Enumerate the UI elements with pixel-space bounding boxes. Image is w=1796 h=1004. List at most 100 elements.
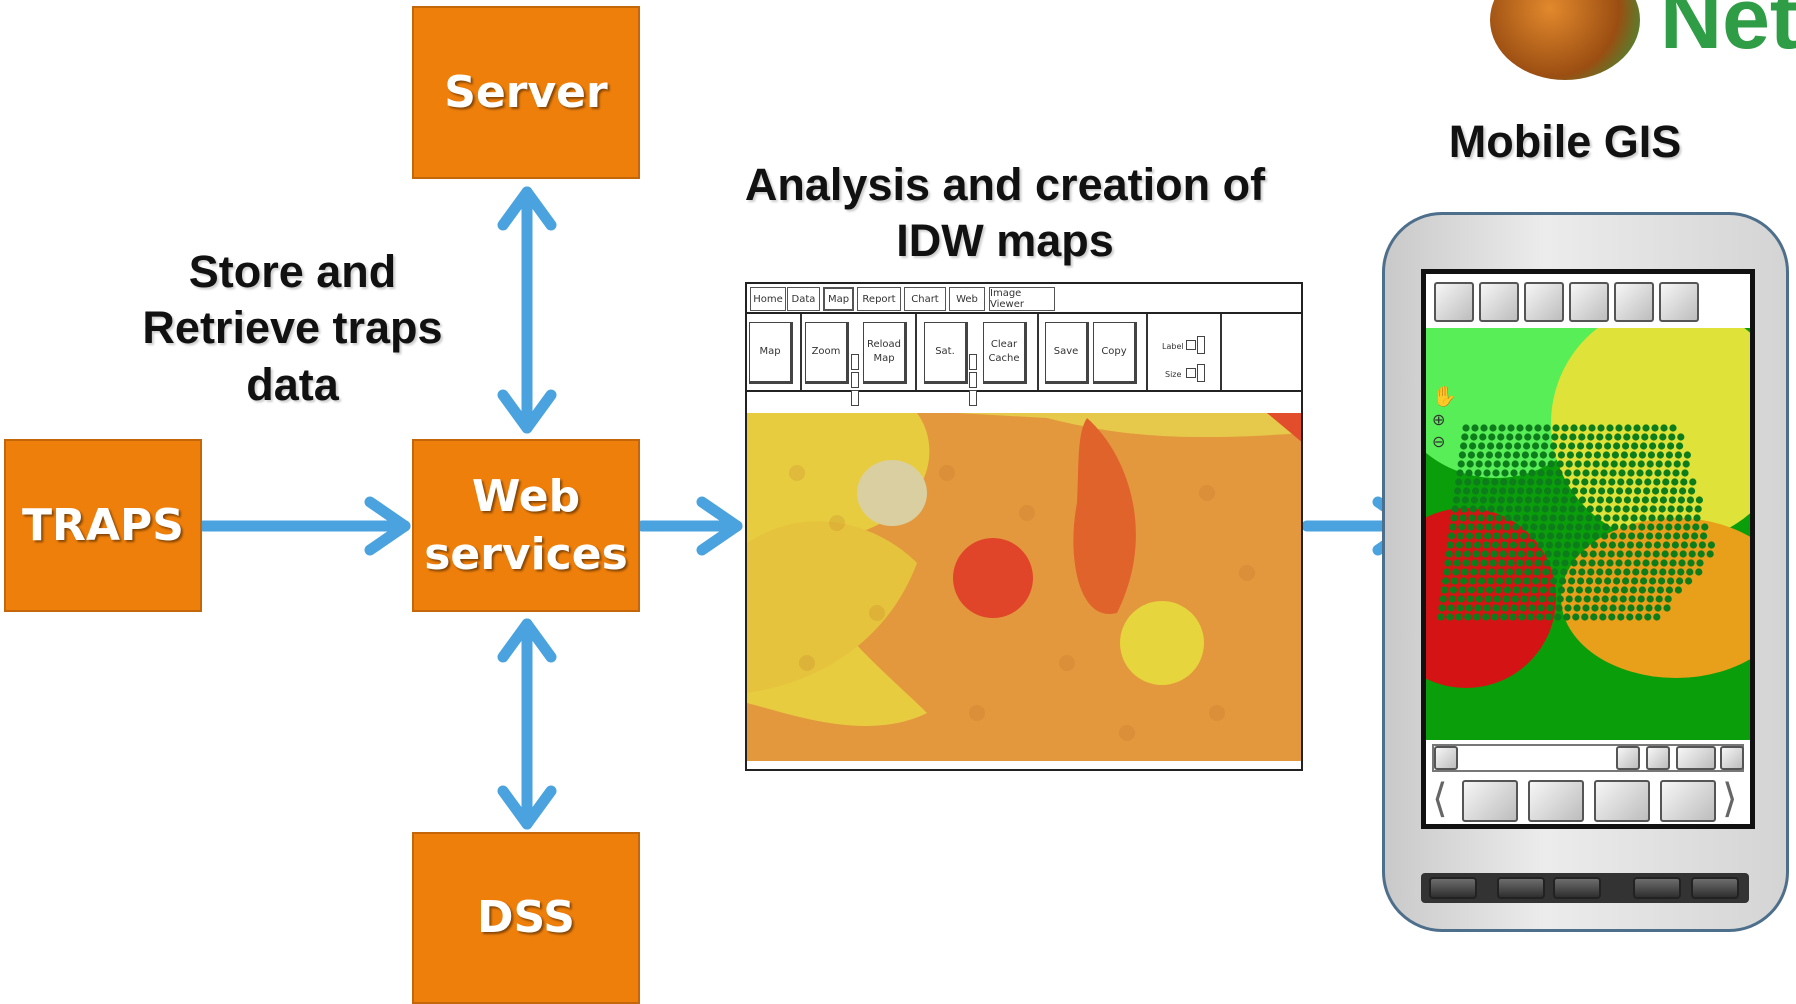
tree-dot xyxy=(1666,514,1674,522)
tree-dot xyxy=(1452,496,1460,504)
sat-up-spinner[interactable] xyxy=(969,354,977,370)
tree-dot xyxy=(1488,568,1496,576)
bottom-button[interactable] xyxy=(1660,780,1716,822)
tree-dot xyxy=(1642,424,1650,432)
toolbar-button[interactable] xyxy=(1614,282,1654,322)
tree-dot xyxy=(1469,442,1477,450)
tree-dot xyxy=(1613,442,1621,450)
tree-dot xyxy=(1696,559,1704,567)
tree-dot xyxy=(1466,595,1474,603)
tree-dot xyxy=(1535,550,1543,558)
tree-dot xyxy=(1447,604,1455,612)
traps-label: TRAPS xyxy=(22,499,184,551)
map-button[interactable]: Map xyxy=(749,322,793,384)
reload-map-button[interactable]: Reload Map xyxy=(863,322,907,384)
tree-dot xyxy=(1539,586,1547,594)
hardware-button[interactable] xyxy=(1553,877,1601,899)
tab-report[interactable]: Report xyxy=(857,287,901,311)
tree-dot xyxy=(1497,433,1505,441)
tree-dot xyxy=(1653,478,1661,486)
tree-dot xyxy=(1498,424,1506,432)
toolbar-button[interactable] xyxy=(1434,282,1474,322)
zoom-button[interactable]: Zoom xyxy=(805,322,849,384)
tab-home[interactable]: Home xyxy=(750,287,786,311)
satellite-button[interactable]: Sat. xyxy=(924,322,968,384)
label-spinner[interactable] xyxy=(1197,336,1205,354)
size-checkbox[interactable] xyxy=(1186,368,1196,378)
tree-dot xyxy=(1517,487,1525,495)
tree-dot xyxy=(1512,451,1520,459)
zoom-out-icon[interactable]: ⊖ xyxy=(1432,434,1446,451)
tree-dot xyxy=(1523,577,1531,585)
tree-dot xyxy=(1463,550,1471,558)
tree-dot xyxy=(1636,469,1644,477)
tab-image-viewer[interactable]: Image Viewer xyxy=(989,287,1055,311)
status-button[interactable] xyxy=(1616,746,1640,770)
phone-map-view[interactable] xyxy=(1426,328,1750,740)
tree-dot xyxy=(1659,568,1667,576)
zoom-in-icon[interactable]: ⊕ xyxy=(1432,412,1446,429)
tab-web[interactable]: Web xyxy=(949,287,985,311)
tree-dot xyxy=(1538,460,1546,468)
tree-dot xyxy=(1482,478,1490,486)
hardware-button[interactable] xyxy=(1429,877,1477,899)
ribbon-separator xyxy=(1146,314,1148,390)
hardware-button[interactable] xyxy=(1633,877,1681,899)
left-chevron-icon[interactable]: ⟨ xyxy=(1432,776,1448,822)
tree-dot xyxy=(1562,487,1570,495)
bottom-button[interactable] xyxy=(1528,780,1584,822)
tree-dot xyxy=(1527,478,1535,486)
tree-dot xyxy=(1599,541,1607,549)
tree-dot xyxy=(1473,478,1481,486)
tree-dot xyxy=(1468,514,1476,522)
right-chevron-icon[interactable]: ⟩ xyxy=(1722,776,1738,822)
tree-dot xyxy=(1554,541,1562,549)
tab-chart[interactable]: Chart xyxy=(904,287,946,311)
zoom-mid-spinner[interactable] xyxy=(851,372,859,388)
tree-dot xyxy=(1481,550,1489,558)
clear-cache-button[interactable]: Clear Cache xyxy=(983,322,1027,384)
bottom-button[interactable] xyxy=(1462,780,1518,822)
tree-dot xyxy=(1571,487,1579,495)
tree-dot xyxy=(1439,595,1447,603)
size-spinner[interactable] xyxy=(1197,364,1205,382)
toolbar-button[interactable] xyxy=(1524,282,1564,322)
save-button[interactable]: Save xyxy=(1045,322,1089,384)
tree-dot xyxy=(1533,568,1541,576)
status-button[interactable] xyxy=(1676,746,1716,770)
toolbar-button[interactable] xyxy=(1479,282,1519,322)
zoom-out-spinner[interactable] xyxy=(851,390,859,406)
zoom-in-spinner[interactable] xyxy=(851,354,859,370)
tab-data[interactable]: Data xyxy=(787,287,820,311)
server-node: Server xyxy=(412,6,640,179)
tree-dot xyxy=(1573,469,1581,477)
hardware-button[interactable] xyxy=(1497,877,1545,899)
idw-map-view[interactable] xyxy=(747,413,1301,761)
hardware-button[interactable] xyxy=(1691,877,1739,899)
status-button[interactable] xyxy=(1434,746,1458,770)
status-button[interactable] xyxy=(1646,746,1670,770)
tree-dot xyxy=(1527,541,1535,549)
toolbar-button[interactable] xyxy=(1659,282,1699,322)
tree-dot xyxy=(1462,559,1470,567)
tab-map[interactable]: Map xyxy=(823,287,854,311)
tree-dot xyxy=(1535,487,1543,495)
copy-button[interactable]: Copy xyxy=(1093,322,1137,384)
tree-dot xyxy=(1574,595,1582,603)
tree-dot xyxy=(1697,550,1705,558)
tree-dot xyxy=(1603,514,1611,522)
tree-dot xyxy=(1700,532,1708,540)
status-button[interactable] xyxy=(1720,746,1744,770)
toolbar-button[interactable] xyxy=(1569,282,1609,322)
hand-pan-icon[interactable]: ✋ xyxy=(1432,386,1457,408)
label-checkbox[interactable] xyxy=(1186,340,1196,350)
tree-dot xyxy=(1522,514,1530,522)
tree-dot xyxy=(1616,487,1624,495)
tree-dot xyxy=(1593,523,1601,531)
tree-dot xyxy=(1594,514,1602,522)
sat-mid-spinner[interactable] xyxy=(969,372,977,388)
tree-dot xyxy=(1581,613,1589,621)
bottom-button[interactable] xyxy=(1594,780,1650,822)
sat-down-spinner[interactable] xyxy=(969,390,977,406)
tree-dot xyxy=(1601,460,1609,468)
